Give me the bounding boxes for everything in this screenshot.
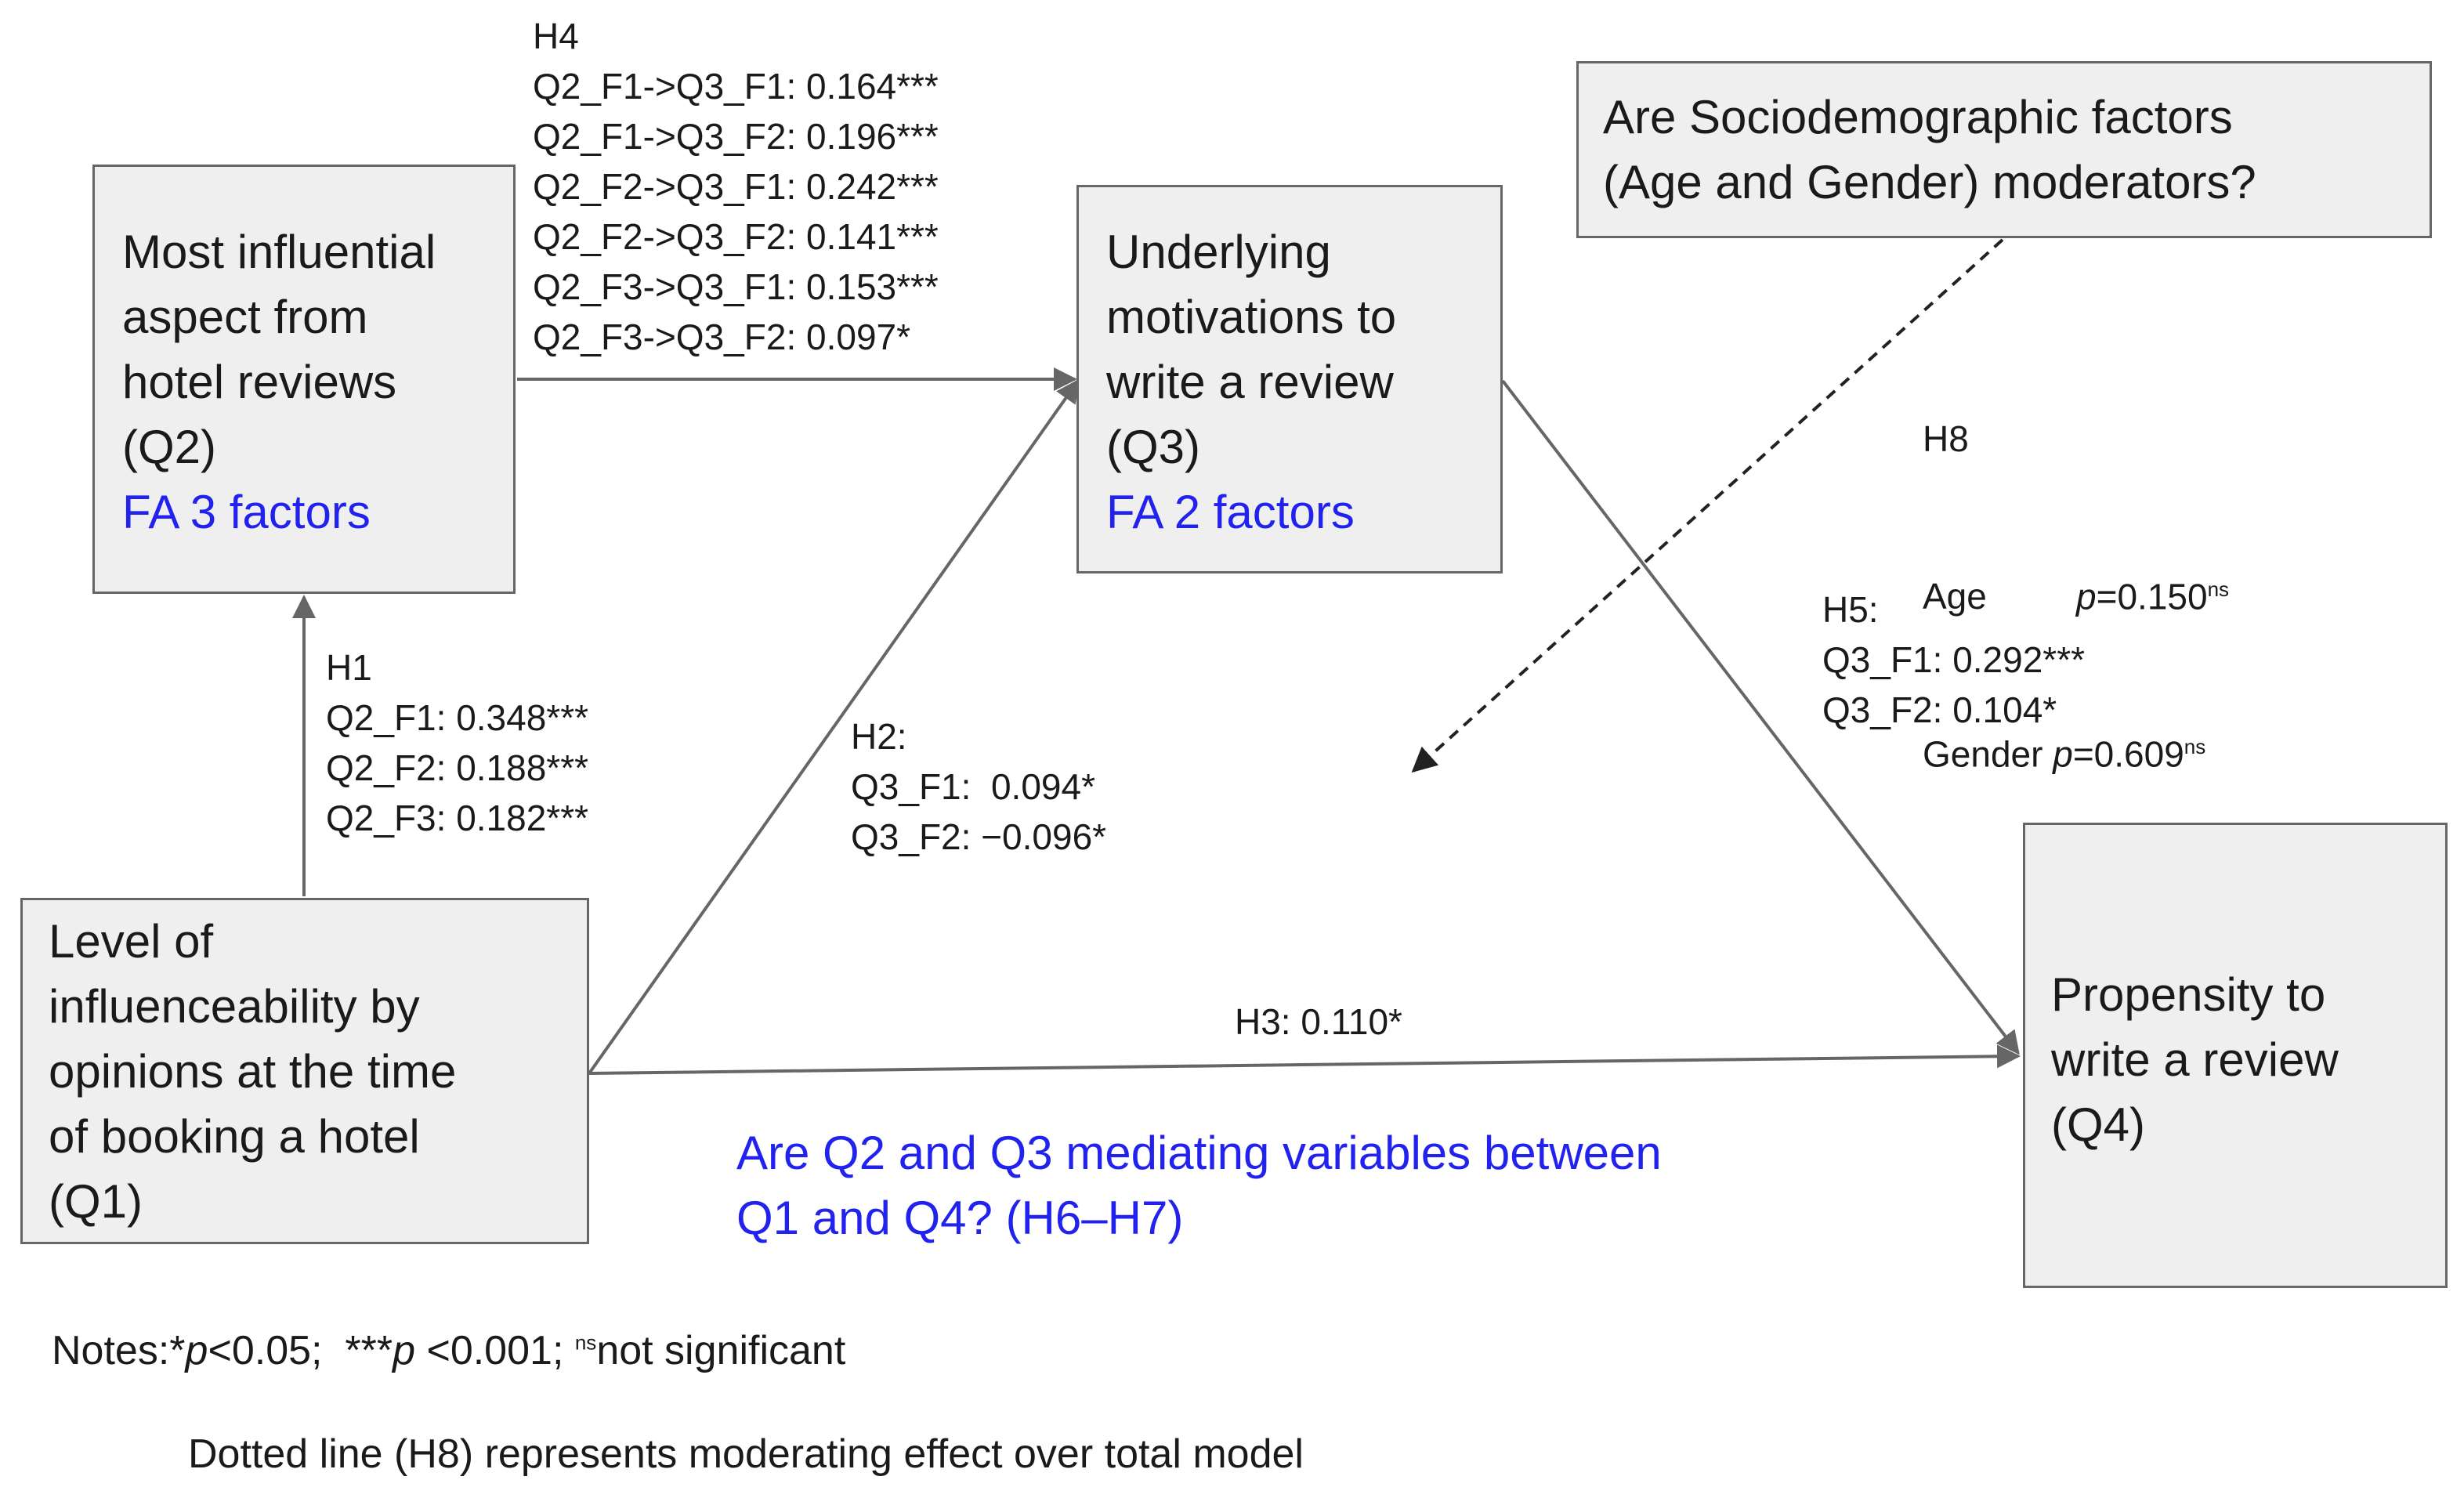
notes-ns: ns — [574, 1330, 597, 1355]
node-q1-line: opinions at the time — [49, 1045, 457, 1098]
path-title: H5: — [1822, 589, 1879, 630]
arrow-h5 — [1501, 379, 2020, 1055]
arrow-h8-dotted — [1411, 238, 2004, 773]
path-value: Q2_F1->Q3_F1: 0.164*** — [533, 66, 939, 107]
node-q3-factors: FA 2 factors — [1106, 486, 1355, 538]
node-moderator-text: Are Sociodemographic factors (Age and Gen… — [1603, 85, 2256, 215]
path-label-h3: H3: 0.110* — [1235, 1001, 1402, 1042]
node-q4-text: Propensity to write a review (Q4) — [2051, 962, 2339, 1157]
path-value: Q3_F2: 0.104* — [1822, 689, 2057, 730]
notes-t1: <0.05; *** — [208, 1328, 393, 1373]
arrow-h2 — [588, 378, 1080, 1075]
h8-age-value: =0.150 — [2096, 576, 2208, 617]
path-value: Q2_F2->Q3_F2: 0.141*** — [533, 216, 939, 257]
notes-p1: p — [185, 1328, 208, 1373]
path-value: Q2_F1->Q3_F2: 0.196*** — [533, 116, 939, 157]
path-value: Q2_F1: 0.348*** — [326, 697, 589, 738]
h8-gender-sup: ns — [2184, 735, 2206, 759]
path-value: Q2_F2->Q3_F1: 0.242*** — [533, 166, 939, 207]
path-value: Q3_F2: −0.096* — [851, 816, 1107, 857]
node-q3-line: (Q3) — [1106, 421, 1200, 473]
path-value: Q2_F2: 0.188*** — [326, 747, 589, 788]
node-q2-line: Most influential — [122, 226, 436, 278]
h8-age-row: Age p=0.150ns — [1923, 564, 2229, 621]
node-q4-line: write a review — [2051, 1033, 2339, 1086]
node-q4-line: (Q4) — [2051, 1098, 2145, 1151]
node-q3 — [1076, 185, 1503, 574]
node-q2-text: Most influential aspect from hotel reviews… — [122, 219, 436, 545]
notes-p2: p — [393, 1328, 415, 1373]
node-q1-line: of booking a hotel — [49, 1110, 420, 1163]
mediation-question-line: Are Q2 and Q3 mediating variables betwee… — [736, 1127, 1662, 1179]
notes-prefix: Notes:* — [52, 1328, 186, 1373]
node-q2-factors: FA 3 factors — [122, 486, 371, 538]
notes-t3: not significant — [596, 1328, 846, 1373]
node-q4-line: Propensity to — [2051, 968, 2326, 1021]
path-title: H4 — [533, 16, 579, 56]
node-moderator — [1576, 61, 2432, 238]
node-q3-line: write a review — [1106, 356, 1394, 408]
node-moderator-line: Are Sociodemographic factors — [1603, 91, 2233, 143]
node-moderator-line: (Age and Gender) moderators? — [1603, 156, 2256, 208]
path-title: H2: — [851, 716, 907, 757]
notes-line-1: Notes:*p<0.05; ***p <0.001; nsnot signif… — [52, 1327, 845, 1374]
node-q3-text: Underlying motivations to write a review (Q… — [1106, 219, 1396, 545]
h8-gender-p: p — [2053, 733, 2073, 775]
path-label-h2: H2: Q3_F1: 0.094* Q3_F2: −0.096* — [851, 711, 1106, 862]
path-value: Q2_F3->Q3_F1: 0.153*** — [533, 266, 939, 307]
mediation-question-line: Q1 and Q4? (H6–H7) — [736, 1192, 1184, 1244]
h8-gender-label: Gender — [1923, 733, 2043, 775]
h8-age-label: Age — [1923, 576, 1987, 617]
h8-age-sup: ns — [2207, 577, 2230, 601]
node-q2 — [92, 165, 516, 594]
node-q2-line: (Q2) — [122, 421, 216, 473]
node-q4 — [2023, 823, 2448, 1288]
h8-age-p: p — [2076, 576, 2097, 617]
node-q1-line: (Q1) — [49, 1175, 143, 1228]
path-value: Q3_F1: 0.292*** — [1822, 639, 2086, 680]
node-q1-text: Level of influenceability by opinions at t… — [49, 909, 456, 1234]
path-title: H8 — [1923, 418, 1969, 459]
path-value: Q3_F1: 0.094* — [851, 766, 1095, 807]
node-q1-line: influenceability by — [49, 980, 420, 1033]
path-value: Q2_F3: 0.182*** — [326, 798, 589, 838]
path-title: H1 — [326, 647, 372, 688]
node-q2-line: hotel reviews — [122, 356, 397, 408]
node-q3-line: Underlying — [1106, 226, 1331, 278]
node-q2-line: aspect from — [122, 291, 368, 343]
node-q3-line: motivations to — [1106, 291, 1397, 343]
mediation-question: Are Q2 and Q3 mediating variables betwee… — [736, 1120, 1662, 1250]
path-label-h5: H5: Q3_F1: 0.292*** Q3_F2: 0.104* — [1822, 584, 2085, 735]
path-value: Q2_F3->Q3_F2: 0.097* — [533, 317, 911, 357]
notes-line-2: Dotted line (H8) represents moderating e… — [188, 1431, 1304, 1477]
node-q1 — [20, 898, 589, 1244]
h8-gender-value: =0.609 — [2072, 733, 2184, 775]
notes-t2: <0.001; — [415, 1328, 575, 1373]
node-q1-line: Level of — [49, 915, 214, 968]
arrow-h3 — [588, 1044, 2021, 1075]
h8-gender-row: Gender p=0.609ns — [1923, 722, 2229, 779]
